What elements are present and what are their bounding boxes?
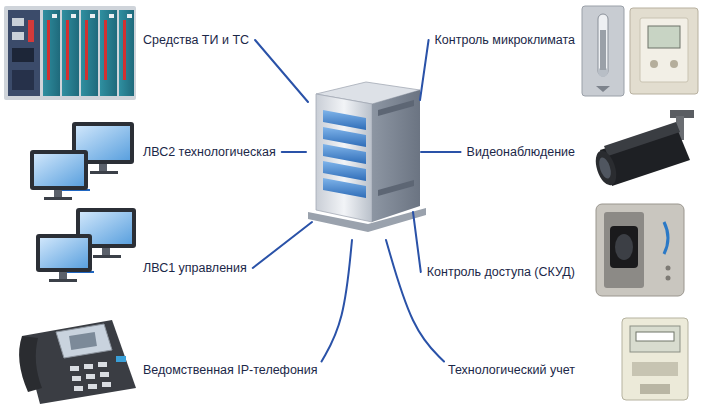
computers-lan2 — [30, 122, 134, 200]
system-label: ЛВС2 технологическая — [143, 145, 276, 160]
leader-line — [253, 222, 312, 268]
ip-phone — [19, 320, 136, 404]
system-label: Контроль микроклимата — [435, 33, 575, 48]
computers-lan1 — [36, 208, 136, 282]
system-label: ЛВС1 управления — [143, 261, 247, 276]
leader-line — [386, 240, 444, 362]
fingerprint-reader — [596, 204, 684, 296]
leader-line — [255, 40, 308, 102]
energy-meter — [622, 318, 688, 400]
system-label: Видеонаблюдение — [467, 145, 575, 160]
leader-line — [322, 240, 352, 362]
system-label: Ведомственная IP-телефония — [143, 363, 318, 378]
system-label: Средства ТИ и ТС — [143, 33, 249, 48]
climate-sensors — [582, 6, 698, 96]
system-label: Контроль доступа (СКУД) — [427, 265, 575, 280]
video-camera — [592, 110, 694, 188]
leader-line — [282, 151, 306, 153]
leader-line — [421, 151, 461, 153]
server-icon — [308, 82, 426, 232]
system-label: Технологический учет — [448, 363, 575, 378]
telemetry-modules — [4, 6, 136, 100]
leader-line — [413, 212, 421, 272]
leader-line — [420, 40, 429, 100]
